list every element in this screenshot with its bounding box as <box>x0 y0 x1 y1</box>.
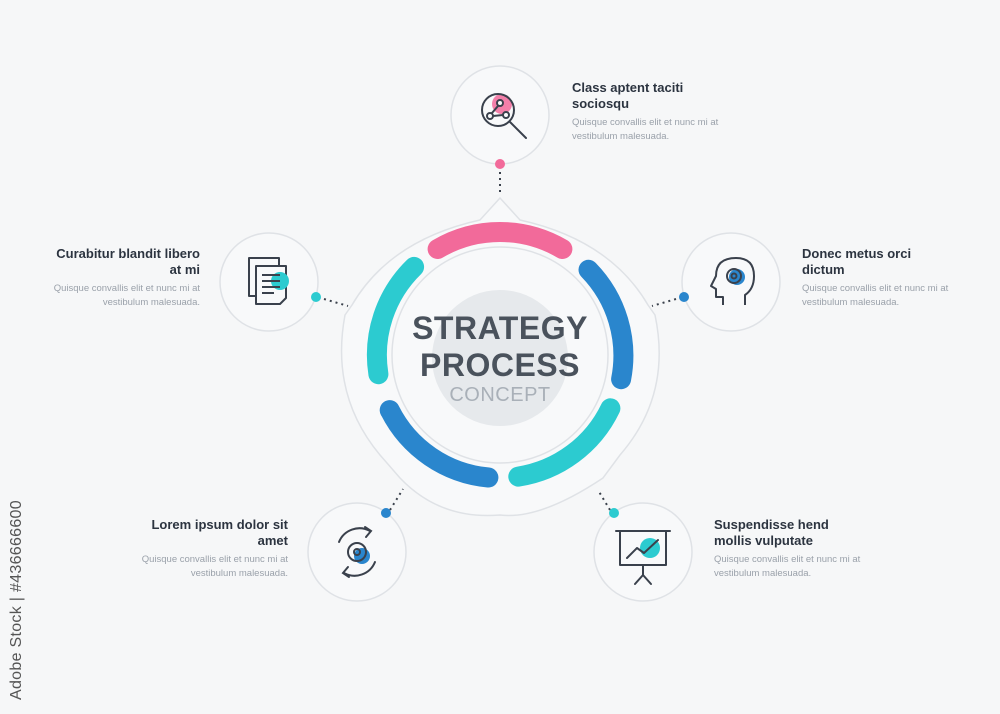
head-gear-icon <box>710 257 755 305</box>
connector-dot-2 <box>679 292 689 302</box>
molecule-search-icon <box>481 93 527 139</box>
step-title: Donec metus orci dictum <box>802 246 912 277</box>
step-4-label: Lorem ipsum dolor sit amet Quisque conva… <box>138 517 288 580</box>
center-title-line-2: PROCESS <box>420 347 580 383</box>
step-description: Quisque convallis elit et nunc mi at ves… <box>53 283 200 308</box>
arc-segment-teal-left <box>366 256 425 385</box>
stock-watermark: Adobe Stock | #436666600 <box>8 500 25 700</box>
center-disc <box>432 290 568 426</box>
connector-dot-5 <box>311 292 321 302</box>
arc-segment-pink <box>427 222 573 259</box>
arc-segment-teal-bottom-right <box>508 398 621 487</box>
center-title-line-1: STRATEGY <box>412 310 588 346</box>
step-description: Quisque convallis elit et nunc mi at ves… <box>141 554 288 579</box>
step-title: Suspendisse hend mollis vulputate <box>714 517 829 548</box>
arc-segment-blue-right <box>578 259 634 390</box>
step-description: Quisque convallis elit et nunc mi at ves… <box>714 554 861 579</box>
step-5-label: Curabitur blandit libero at mi Quisque c… <box>50 246 200 309</box>
step-description: Quisque convallis elit et nunc mi at ves… <box>802 283 949 308</box>
step-3-label: Suspendisse hend mollis vulputate Quisqu… <box>714 517 864 580</box>
step-1-label: Class aptent taciti sociosqu Quisque con… <box>572 80 722 143</box>
gear-cycle-icon <box>338 526 376 578</box>
connector-dot-1 <box>495 159 505 169</box>
center-title-block: STRATEGY PROCESS CONCEPT <box>390 310 610 407</box>
connector-5 <box>323 298 349 307</box>
connector-2 <box>651 298 677 307</box>
connector-dot-3 <box>609 508 619 518</box>
connector-3 <box>597 489 611 511</box>
step-description: Quisque convallis elit et nunc mi at ves… <box>572 117 719 142</box>
step-2-label: Donec metus orci dictum Quisque convalli… <box>802 246 952 309</box>
connector-dot-4 <box>381 508 391 518</box>
step-title: Class aptent taciti sociosqu <box>572 80 684 111</box>
step-title: Curabitur blandit libero at mi <box>56 246 200 277</box>
documents-icon <box>248 257 289 305</box>
center-subtitle: CONCEPT <box>449 384 551 406</box>
connector-4 <box>389 488 404 511</box>
step-title: Lorem ipsum dolor sit amet <box>151 517 288 548</box>
presentation-chart-icon <box>615 530 671 585</box>
arc-segment-blue-bottom-left <box>379 400 499 488</box>
